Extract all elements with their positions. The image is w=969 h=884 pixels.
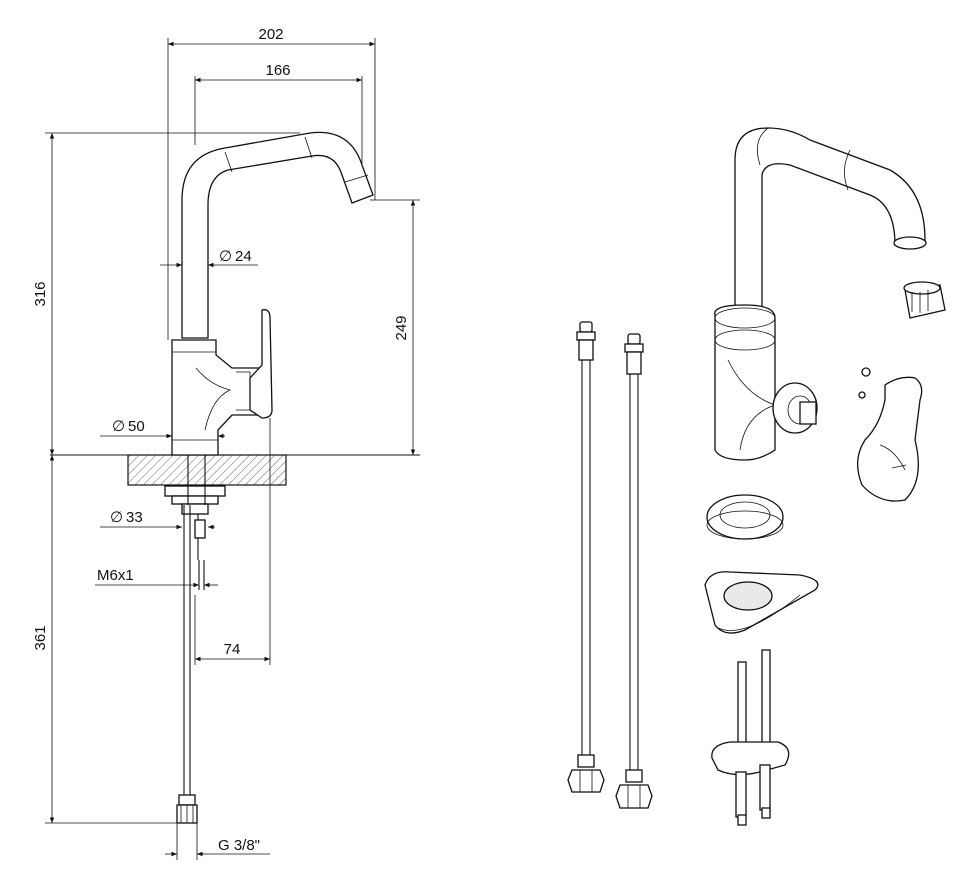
fixing-studs bbox=[711, 649, 790, 826]
dim-shank-diameter-symbol: ∅ bbox=[110, 509, 123, 526]
lever-handle-part bbox=[857, 367, 923, 502]
exploded-view-drawing bbox=[567, 127, 946, 826]
mounting-plate bbox=[704, 571, 819, 634]
dim-lever-offset: 74 bbox=[224, 641, 241, 658]
dim-hose-length: 361 bbox=[32, 625, 49, 650]
base-gasket bbox=[706, 494, 784, 540]
flexible-hose-left bbox=[567, 321, 605, 793]
faucet-spout-outline bbox=[181, 131, 374, 339]
dim-tube-diameter: 24 bbox=[235, 248, 252, 265]
dim-base-diameter: 50 bbox=[128, 418, 145, 435]
dim-shank-diameter: 33 bbox=[126, 509, 143, 526]
dim-tube-diameter-symbol: ∅ bbox=[219, 248, 232, 265]
dim-width-total: 202 bbox=[258, 26, 283, 43]
dim-reach: 166 bbox=[265, 62, 290, 79]
countertop-section bbox=[127, 454, 287, 486]
dim-spout-height: 249 bbox=[393, 315, 410, 340]
faucet-isometric bbox=[714, 127, 927, 461]
dim-thread-rod: M6x1 bbox=[97, 567, 134, 584]
dim-height-total: 316 bbox=[32, 281, 49, 306]
dim-base-diameter-symbol: ∅ bbox=[112, 418, 125, 435]
dim-hose-connection: G 3/8" bbox=[218, 837, 260, 854]
flexible-hose-right bbox=[615, 333, 653, 809]
aerator-part bbox=[903, 281, 946, 319]
lever-handle bbox=[249, 309, 273, 419]
side-view-drawing: 202 166 316 249 ∅ 24 ∅ 50 ∅ 33 M6x1 bbox=[32, 26, 420, 860]
